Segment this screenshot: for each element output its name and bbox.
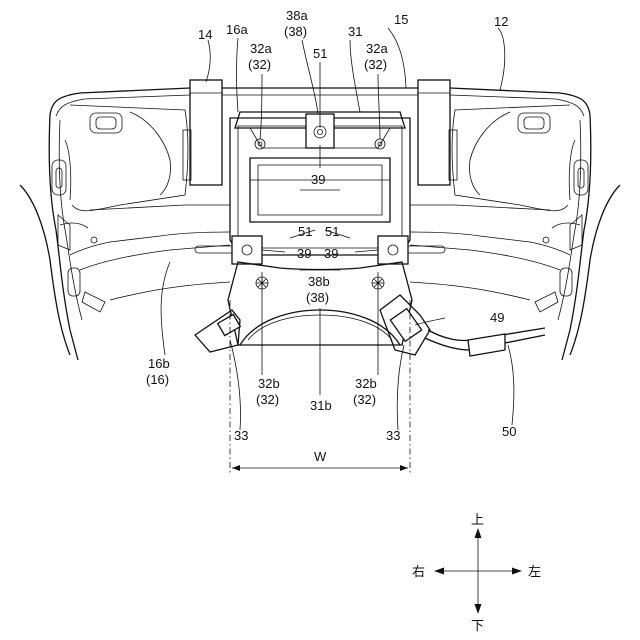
label-31b: 31b [310, 398, 332, 413]
orientation-compass: 上 下 右 左 [412, 513, 541, 634]
label-38a-paren: (38) [284, 24, 307, 39]
label-39-mid-right: 39 [324, 246, 338, 261]
arrow-up-icon [475, 528, 482, 538]
label-39-mid-left: 39 [297, 246, 311, 261]
label-32a-right-paren: (32) [364, 57, 387, 72]
label-14: 14 [198, 27, 212, 42]
arrow-left-icon [434, 568, 444, 575]
left-connector [195, 310, 240, 352]
compass-down: 下 [471, 619, 484, 634]
label-32b-left: 32b [258, 376, 280, 391]
label-49: 49 [490, 310, 504, 325]
label-16b: 16b [148, 356, 170, 371]
label-38a: 38a [286, 8, 308, 23]
label-32b-left-paren: (32) [256, 392, 279, 407]
label-51-mid-right: 51 [325, 224, 339, 239]
compass-right: 右 [412, 565, 425, 580]
label-38b-paren: (38) [306, 290, 329, 305]
reference-labels: 12 14 15 16a 31 32a (32) 32a (32) 38a (3… [146, 8, 516, 464]
label-16a: 16a [226, 22, 248, 37]
compass-left: 左 [528, 565, 541, 580]
label-33-left: 33 [234, 428, 248, 443]
left-stay [183, 80, 222, 185]
compass-up: 上 [471, 513, 484, 528]
label-32b-right: 32b [355, 376, 377, 391]
arrow-right-icon [512, 568, 522, 575]
label-51-mid-left: 51 [298, 224, 312, 239]
label-w: W [314, 449, 327, 464]
label-32a-left-paren: (32) [248, 57, 271, 72]
label-12: 12 [494, 14, 508, 29]
label-32a-left: 32a [250, 41, 272, 56]
label-16b-paren: (16) [146, 372, 169, 387]
label-32a-right: 32a [366, 41, 388, 56]
right-connector [380, 295, 545, 356]
label-50: 50 [502, 424, 516, 439]
label-51-top: 51 [313, 46, 327, 61]
label-38b: 38b [308, 274, 330, 289]
label-32b-right-paren: (32) [353, 392, 376, 407]
label-33-right: 33 [386, 428, 400, 443]
label-15: 15 [394, 12, 408, 27]
arrow-down-icon [475, 604, 482, 614]
label-31: 31 [348, 24, 362, 39]
right-stay [418, 80, 457, 185]
label-39-top: 39 [311, 172, 325, 187]
mid-clips [232, 236, 408, 264]
